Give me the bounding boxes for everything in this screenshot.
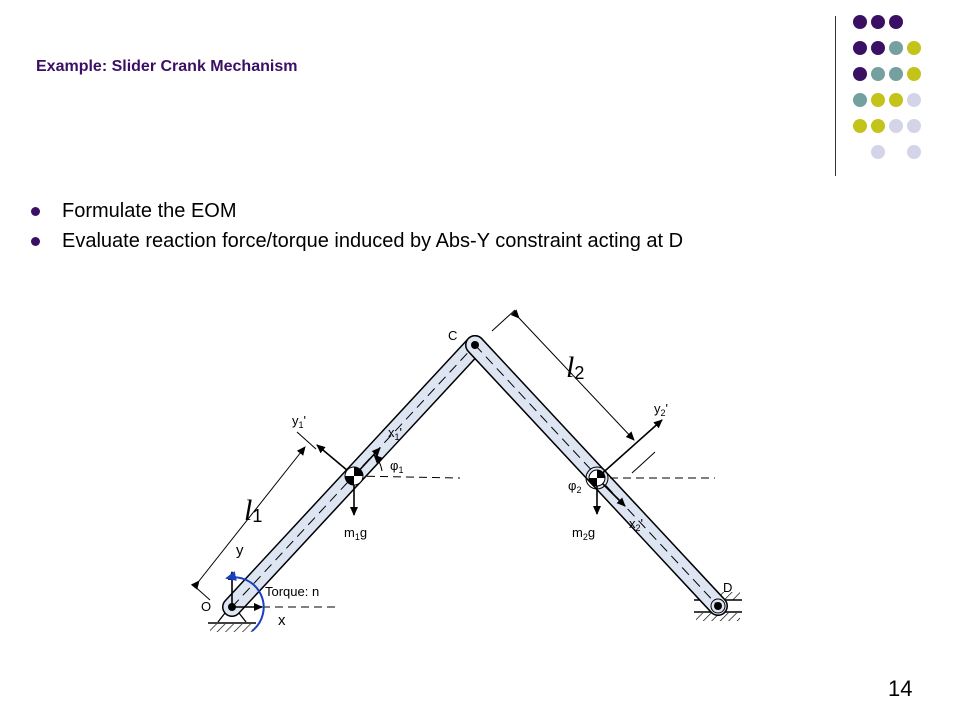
label-axis-x: x [278,612,286,629]
decorative-dot [907,119,921,133]
center-of-mass-2 [585,419,715,515]
decorative-dot [871,119,885,133]
title-prefix: Example: [36,58,108,75]
joint-d-ring [710,598,726,614]
decorative-dot [889,119,903,133]
label-x2-axis: x2' [629,516,643,533]
decorative-dot [907,93,921,107]
decorative-dot [853,15,867,29]
label-m1g: m1g [344,525,367,542]
label-torque: Torque: n [265,584,319,599]
decorative-dot [871,145,885,159]
label-m2g: m2g [572,525,595,542]
decorative-dot [907,145,921,159]
decorative-dot [853,119,867,133]
decorative-dot [853,93,867,107]
joint-c [471,341,479,349]
label-x1-axis: x1' [388,425,402,442]
decorative-dot [871,15,885,29]
dimension-l2 [491,309,656,474]
decorative-dot [871,93,885,107]
decorative-dot [907,67,921,81]
label-phi1: φ1 [390,458,403,475]
label-y1-axis: y1' [292,413,306,430]
decorative-dot [889,15,903,29]
decorative-dot-grid [853,15,921,159]
label-phi2: φ2 [568,478,581,495]
decorative-dot [871,67,885,81]
title-main: Slider Crank Mechanism [111,58,298,75]
slide-title: Example: Slider Crank Mechanism [36,58,297,76]
page-number: 14 [888,676,913,701]
label-axis-y: y [236,542,244,559]
bullet-item: Evaluate reaction force/torque induced b… [28,226,683,256]
decorative-dot [871,41,885,55]
decorative-dot [889,93,903,107]
bullet-list: Formulate the EOM Evaluate reaction forc… [28,196,683,256]
label-l1: l1 [244,494,262,527]
label-point-o: O [201,599,211,614]
header-divider [835,16,836,176]
bullet-item: Formulate the EOM [28,196,683,226]
decorative-dot [853,41,867,55]
label-point-c: C [448,328,457,343]
joint-d [714,602,722,610]
decorative-dot [907,41,921,55]
label-point-d: D [723,580,732,595]
label-l2: l2 [566,351,584,384]
label-y2-axis: y2' [654,401,668,418]
decorative-dot [853,67,867,81]
center-of-mass-1 [316,444,461,516]
decorative-dot [889,67,903,81]
decorative-dot [889,41,903,55]
dimension-l1 [190,431,317,601]
